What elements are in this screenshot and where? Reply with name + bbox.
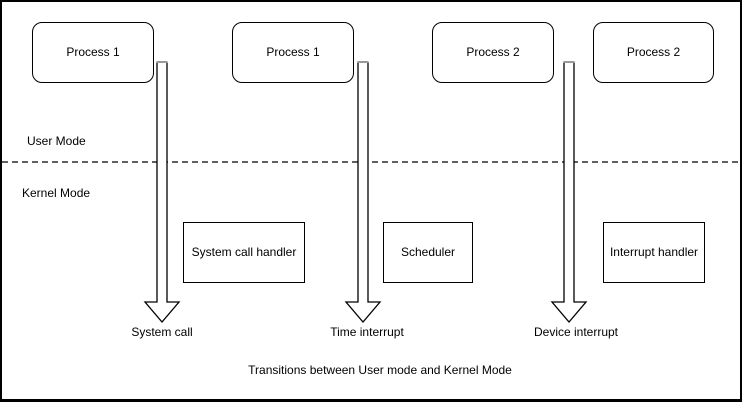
- process-box-2: Process 1: [232, 22, 354, 83]
- arrow-down-system-call-icon: [143, 62, 181, 324]
- diagram-caption: Transitions between User mode and Kernel…: [248, 363, 512, 377]
- scheduler-box: Scheduler: [383, 222, 473, 283]
- time-interrupt-label: Time interrupt: [330, 325, 404, 339]
- process-box-3: Process 2: [432, 22, 554, 83]
- system-call-handler-box: System call handler: [183, 222, 305, 283]
- kernel-mode-label: Kernel Mode: [22, 186, 91, 200]
- arrow-down-device-interrupt-icon: [550, 62, 588, 324]
- interrupt-handler-box: Interrupt handler: [603, 222, 705, 283]
- handler-box-label: System call handler: [191, 245, 297, 260]
- process-box-label: Process 2: [626, 45, 681, 60]
- device-interrupt-label: Device interrupt: [533, 325, 619, 339]
- system-call-label: System call: [131, 325, 193, 339]
- process-box-label: Process 1: [66, 45, 120, 60]
- handler-box-label: Scheduler: [400, 245, 456, 260]
- arrow-down-time-interrupt-icon: [344, 62, 382, 324]
- process-box-1: Process 1: [32, 22, 154, 83]
- process-box-label: Process 1: [266, 45, 320, 60]
- user-mode-label: User Mode: [27, 134, 86, 148]
- handler-box-label: Interrupt handler: [609, 245, 699, 260]
- process-box-label: Process 2: [466, 45, 520, 60]
- process-box-4: Process 2: [593, 22, 714, 83]
